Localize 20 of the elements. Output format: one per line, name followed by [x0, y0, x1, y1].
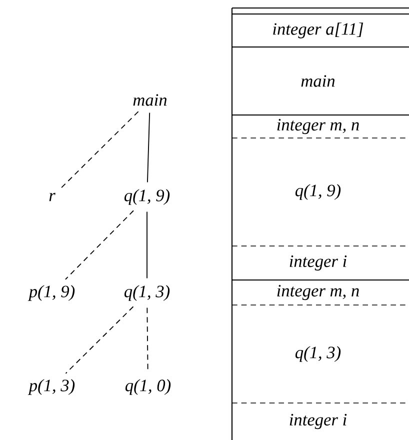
- tree-label: q(1, 3): [124, 285, 170, 301]
- stack-entry: integer m, n: [277, 118, 359, 134]
- tree-label: q(1, 0): [125, 379, 171, 395]
- stack-entry: main: [301, 75, 335, 87]
- tree-label: p(1, 9): [28, 285, 75, 301]
- stack-entry: integer i: [290, 414, 347, 430]
- stack-entry: q(1, 3): [295, 346, 341, 362]
- tree-line: [65, 306, 134, 374]
- tree-line: [146, 211, 148, 279]
- tree-line: [60, 111, 139, 188]
- stack-entry: integer m, n: [277, 284, 359, 300]
- tree-label: main: [133, 94, 167, 106]
- tree-label: r: [49, 192, 56, 202]
- tree-line: [65, 210, 134, 280]
- tree-label: q(1, 9): [124, 189, 170, 205]
- stack-entry: q(1, 9): [295, 184, 341, 200]
- stack-entry: integer a[11]: [273, 22, 364, 38]
- stack-entry: integer i: [290, 255, 347, 271]
- tree-line: [146, 112, 150, 183]
- tree-label: p(1, 3): [28, 379, 75, 395]
